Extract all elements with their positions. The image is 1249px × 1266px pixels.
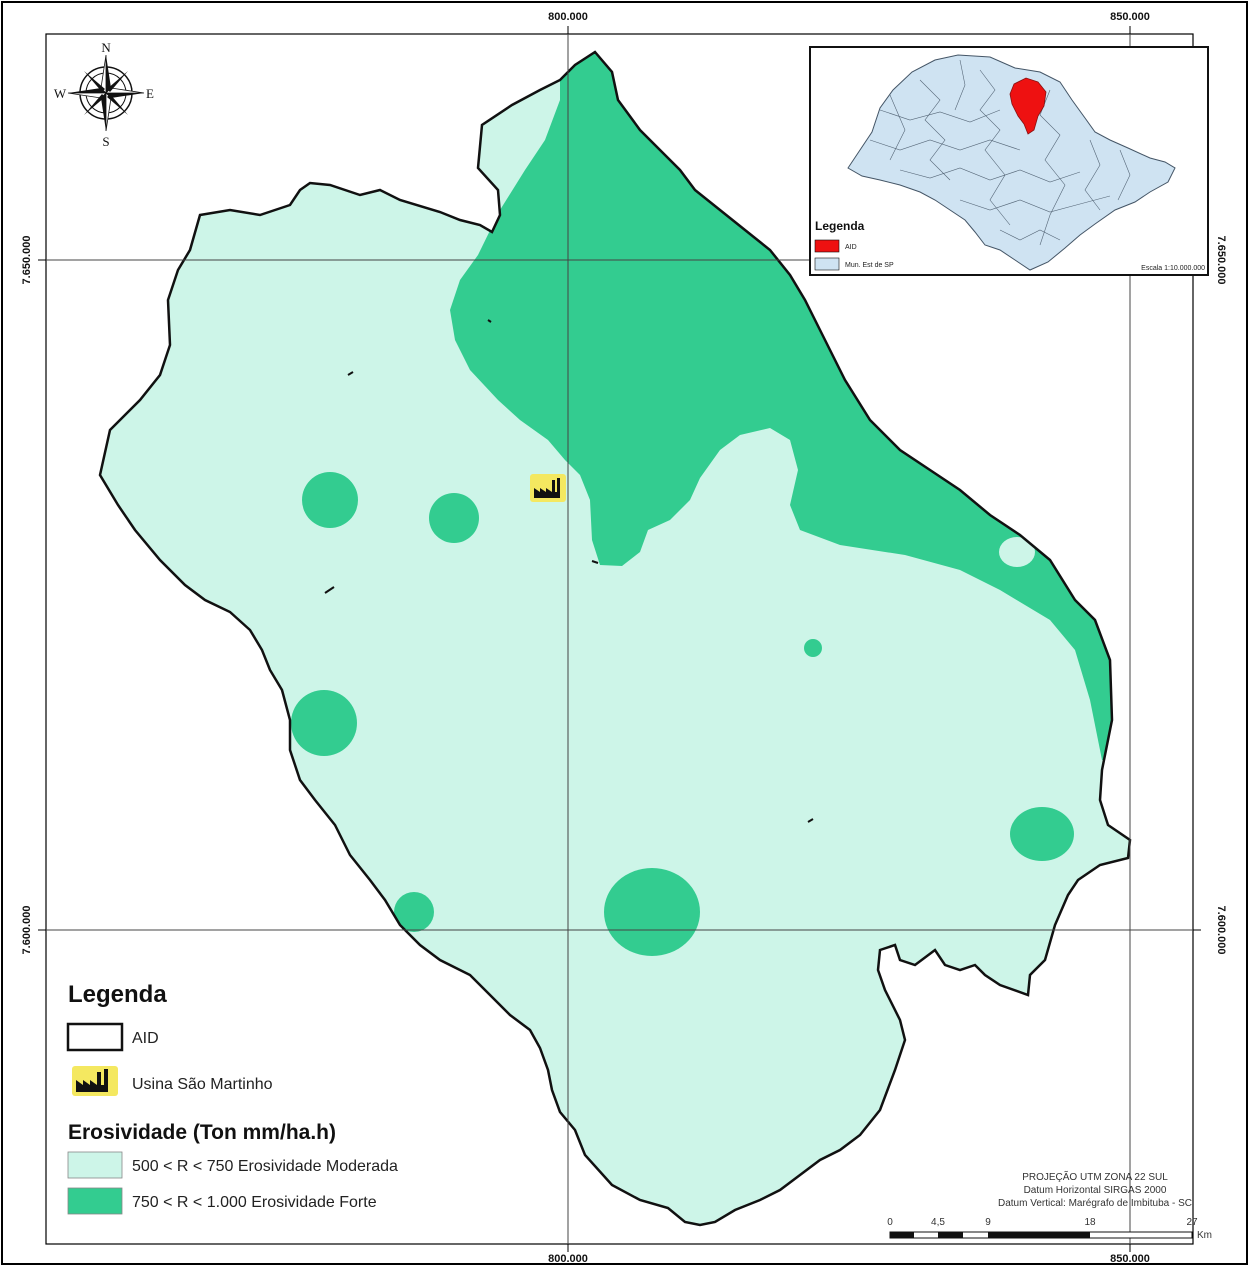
strong-patch-7 xyxy=(394,892,434,932)
projection-line-3: Datum Vertical: Marégrafo de Imbituba - … xyxy=(998,1198,1192,1209)
inset-scale: Escala 1:10.000.000 xyxy=(1141,265,1205,272)
strong-patch-2 xyxy=(429,493,479,543)
scale-tick-1: 4,5 xyxy=(931,1217,945,1228)
legend-erosion-title: Erosividade (Ton mm/ha.h) xyxy=(68,1121,336,1144)
strong-zone-north xyxy=(450,52,1130,760)
legend-moderate-swatch xyxy=(67,1151,123,1179)
projection-line-2: Datum Horizontal SIRGAS 2000 xyxy=(1024,1185,1167,1196)
factory-icon xyxy=(534,478,560,498)
scale-tick-0: 0 xyxy=(887,1217,893,1228)
legend-strong-swatch xyxy=(67,1187,123,1215)
usina-marker xyxy=(530,474,566,502)
strong-erosivity-areas xyxy=(291,52,1130,956)
strong-patch-3 xyxy=(291,690,357,756)
y-coord-left-7600: 7.600.000 xyxy=(21,906,33,955)
inset-mun-swatch xyxy=(814,257,840,271)
scale-tick-3: 18 xyxy=(1084,1217,1096,1228)
scale-unit: Km xyxy=(1197,1230,1212,1241)
x-coord-bottom-800: 800.000 xyxy=(548,1253,588,1265)
inset-legend-title: Legenda xyxy=(815,219,865,233)
compass-e: E xyxy=(146,86,154,101)
x-coord-top-800: 800.000 xyxy=(548,11,588,23)
y-coord-right-7650: 7.650.000 xyxy=(1215,236,1227,285)
compass-n: N xyxy=(101,40,111,55)
legend-strong-label: 750 < R < 1.000 Erosividade Forte xyxy=(132,1194,377,1211)
legend-aid-swatch xyxy=(66,1022,124,1052)
scale-tick-2: 9 xyxy=(985,1217,991,1228)
legend-usina-label: Usina São Martinho xyxy=(132,1076,273,1093)
x-coord-top-850: 850.000 xyxy=(1110,11,1150,23)
legend-moderate-label: 500 < R < 750 Erosividade Moderada xyxy=(132,1158,398,1175)
strong-patch-5 xyxy=(1010,807,1074,861)
inset-map: Legenda AID Mun. Est de SP Escala 1:10.0… xyxy=(809,46,1209,276)
strong-patch-4 xyxy=(804,639,822,657)
compass-w: W xyxy=(54,86,67,101)
compass-s: S xyxy=(102,134,109,149)
y-coord-right-7600: 7.600.000 xyxy=(1215,906,1227,955)
legend-title: Legenda xyxy=(68,981,167,1008)
municipality-lines xyxy=(869,59,1131,246)
legend-factory-icon xyxy=(76,1069,108,1092)
projection-line-1: PROJEÇÃO UTM ZONA 22 SUL xyxy=(1022,1170,1168,1183)
legend-usina-swatch xyxy=(72,1066,118,1096)
compass-rose: N S E W xyxy=(54,40,154,149)
frame-ticks xyxy=(38,26,1201,1252)
aid-region xyxy=(98,50,1132,1227)
minor-features xyxy=(324,319,814,823)
strong-patch-1 xyxy=(302,472,358,528)
scale-bar: 0 4,5 9 18 27 Km xyxy=(887,1217,1212,1241)
main-legend: Legenda AID Usina São Martinho Erosivida… xyxy=(66,981,398,1215)
inset-aid-label: AID xyxy=(845,244,857,251)
projection-info: PROJEÇÃO UTM ZONA 22 SUL Datum Horizonta… xyxy=(998,1170,1192,1209)
inset-aid-highlight xyxy=(1009,77,1047,135)
scale-tick-4: 27 xyxy=(1186,1217,1198,1228)
sao-paulo-state xyxy=(847,54,1176,271)
strong-patch-6 xyxy=(604,868,700,956)
y-coord-left-7650: 7.650.000 xyxy=(21,236,33,285)
inset-aid-swatch xyxy=(814,239,840,253)
moderate-hole xyxy=(999,537,1035,567)
x-coord-bottom-850: 850.000 xyxy=(1110,1253,1150,1265)
legend-aid-label: AID xyxy=(132,1030,159,1047)
inset-mun-label: Mun. Est de SP xyxy=(845,262,894,269)
